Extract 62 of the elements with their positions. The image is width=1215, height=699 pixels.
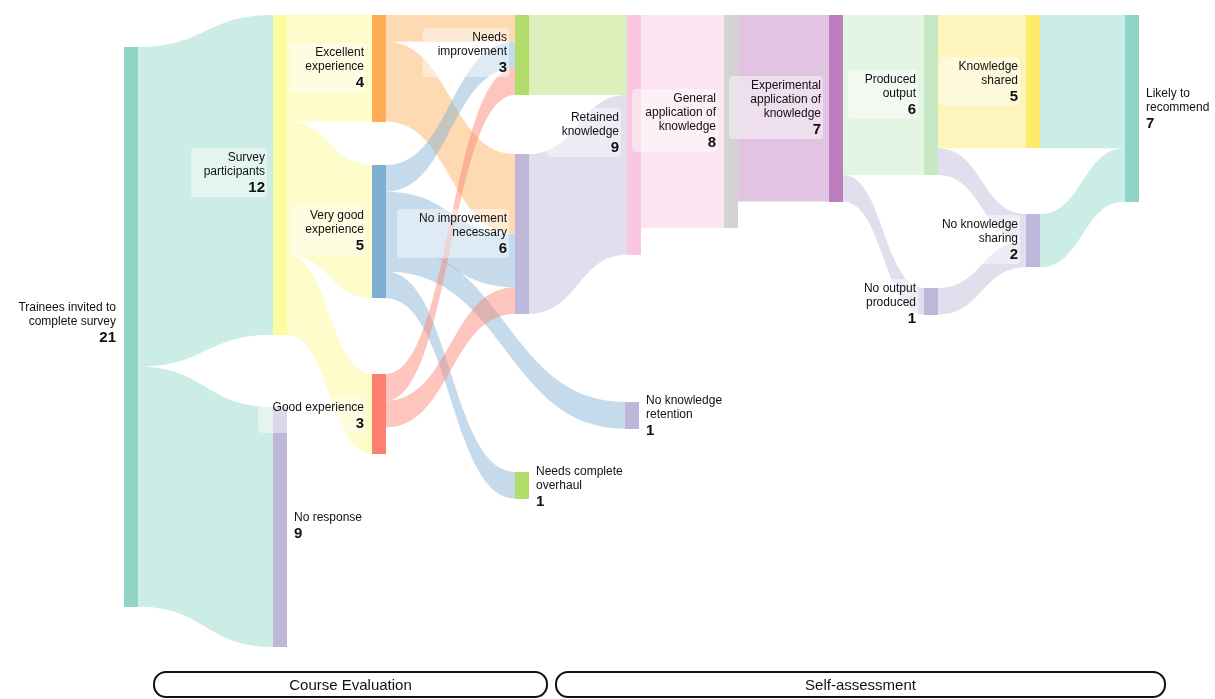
node-value: 1 (536, 492, 546, 509)
flow-ribbon (1040, 148, 1125, 268)
section-band: Self-assessment (555, 671, 1166, 698)
flow-ribbon (287, 121, 372, 299)
node-label: No knowledge sharing (940, 217, 1018, 245)
flow-ribbon (738, 15, 829, 202)
node-value: 7 (811, 120, 821, 137)
node-label: No response (294, 510, 364, 524)
flow-ribbon (938, 240, 1026, 315)
flow-ribbon (386, 41, 515, 192)
flow-ribbon (938, 148, 1026, 241)
flow-ribbon (386, 41, 515, 234)
flow-ribbon (138, 15, 273, 367)
flow-ribbon (386, 287, 515, 428)
flow-ribbon (641, 15, 724, 229)
node-label: Needs complete overhaul (536, 464, 624, 492)
node-value: 5 (354, 236, 364, 253)
node-label: Survey participants (202, 150, 265, 178)
flow-ribbon (843, 15, 924, 175)
node-label: No output produced (862, 281, 916, 309)
node-label: Good experience (271, 400, 364, 414)
node-label: No improvement necessary (417, 211, 507, 239)
node-label: Excellent experience (304, 45, 364, 73)
section-band: Course Evaluation (153, 671, 548, 698)
node-label: Needs improvement (436, 30, 507, 58)
flow-ribbon (386, 68, 515, 401)
node-label: Knowledge shared (957, 59, 1018, 87)
flow-ribbon (138, 366, 273, 647)
node-value: 12 (247, 178, 265, 195)
node-value: 1 (646, 421, 656, 438)
flow-ribbon (529, 15, 627, 95)
node-value: 9 (294, 524, 304, 541)
node-value: 6 (497, 239, 507, 256)
node-value: 4 (354, 73, 364, 90)
node-value: 21 (98, 328, 116, 345)
flow-ribbon (386, 271, 515, 499)
node-label: Likely to recommend (1146, 86, 1210, 114)
node-value: 1 (906, 309, 916, 326)
flow-ribbon (386, 15, 515, 42)
node-label: Very good experience (304, 208, 364, 236)
node-value: 6 (906, 100, 916, 117)
flow-ribbon (529, 94, 627, 314)
flow-ribbon (386, 191, 515, 288)
flow-ribbon (843, 174, 924, 315)
node-label: No knowledge retention (646, 393, 724, 421)
node-label: Retained knowledge (560, 110, 619, 138)
node-value: 9 (609, 138, 619, 155)
flow-ribbon (938, 15, 1026, 149)
node-value: 3 (497, 58, 507, 75)
flow-ribbon (287, 254, 372, 454)
node-value: 7 (1146, 114, 1156, 131)
node-label: General application of knowledge (644, 91, 716, 133)
flow-ribbon (287, 15, 372, 122)
flow-ribbon (386, 244, 625, 429)
node-value: 5 (1008, 87, 1018, 104)
node-label: Produced output (863, 72, 916, 100)
node-label: Experimental application of knowledge (749, 78, 821, 120)
node-label: Trainees invited to complete survey (17, 300, 116, 328)
node-value: 2 (1008, 245, 1018, 262)
flow-ribbon (1040, 15, 1125, 149)
node-value: 3 (354, 414, 364, 431)
node-value: 8 (706, 133, 716, 150)
